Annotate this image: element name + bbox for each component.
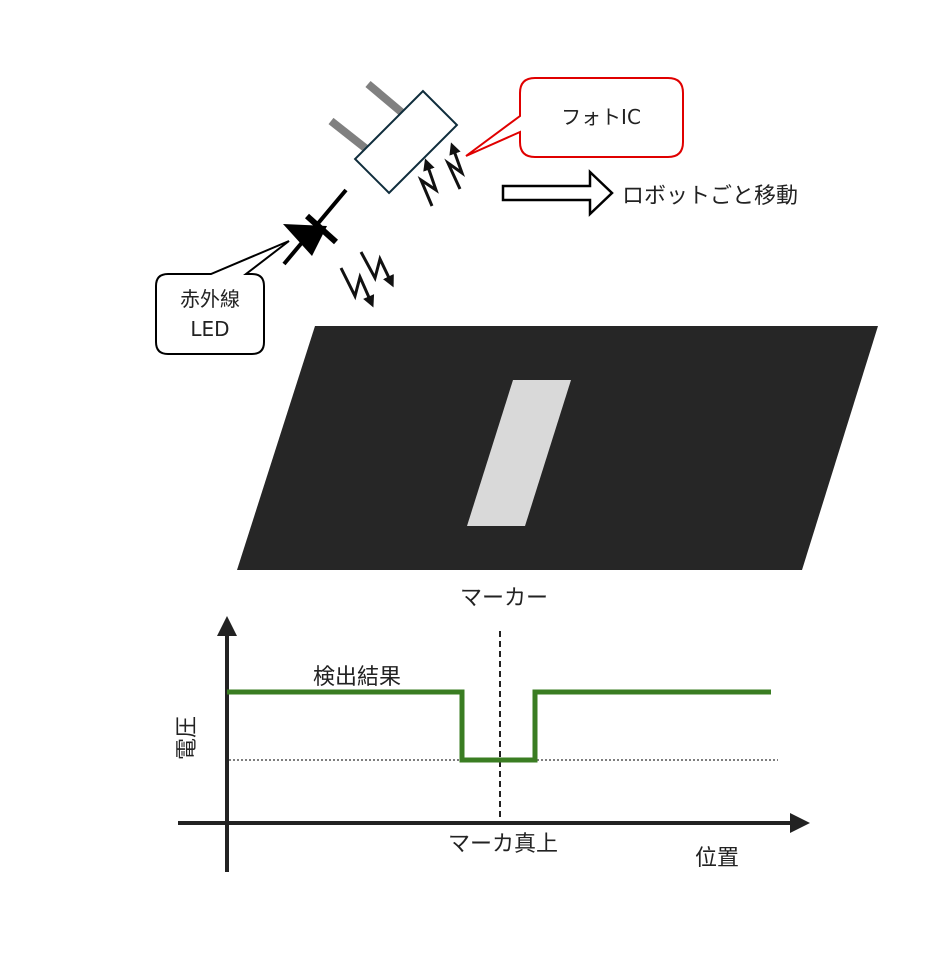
ir-led-callout-bubble	[155, 240, 290, 355]
photo-ic-pin	[328, 117, 372, 155]
light-ray-emitted	[359, 251, 394, 288]
voltage-graph: 検出結果 電圧 マーカ真上 位置	[175, 616, 810, 872]
photo-ic-callout-bubble	[465, 77, 684, 158]
movement-label: ロボットごと移動	[622, 184, 798, 209]
movement-indicator: ロボットごと移動	[501, 169, 798, 217]
light-ray-reflected	[444, 142, 466, 190]
y-axis-label: 電圧	[175, 716, 200, 760]
marker-strip	[467, 380, 571, 526]
ir-led-triangle	[283, 224, 327, 256]
photo-ic	[328, 80, 459, 195]
floor-board: マーカー	[237, 326, 878, 611]
ir-led-label-line2: LED	[190, 317, 229, 341]
detection-signal	[227, 689, 771, 763]
photo-ic-body	[353, 89, 459, 195]
photo-ic-callout: フォトIC	[465, 77, 684, 158]
light-rays	[339, 142, 466, 308]
photo-ic-pin	[365, 80, 409, 120]
ir-led-bar	[304, 213, 339, 245]
signal-label: 検出結果	[313, 665, 401, 690]
ir-led-callout: 赤外線 LED	[155, 240, 290, 355]
marker-center-label: マーカ真上	[448, 832, 558, 857]
floor-board-surface	[237, 326, 878, 570]
ir-led-label-line1: 赤外線	[180, 287, 240, 311]
marker-label: マーカー	[460, 586, 548, 611]
x-axis-label: 位置	[695, 846, 739, 871]
movement-arrow	[501, 169, 614, 217]
photo-ic-label: フォトIC	[561, 105, 641, 129]
light-ray-emitted	[339, 267, 375, 308]
ir-led	[282, 188, 348, 266]
light-ray-reflected	[417, 158, 439, 207]
